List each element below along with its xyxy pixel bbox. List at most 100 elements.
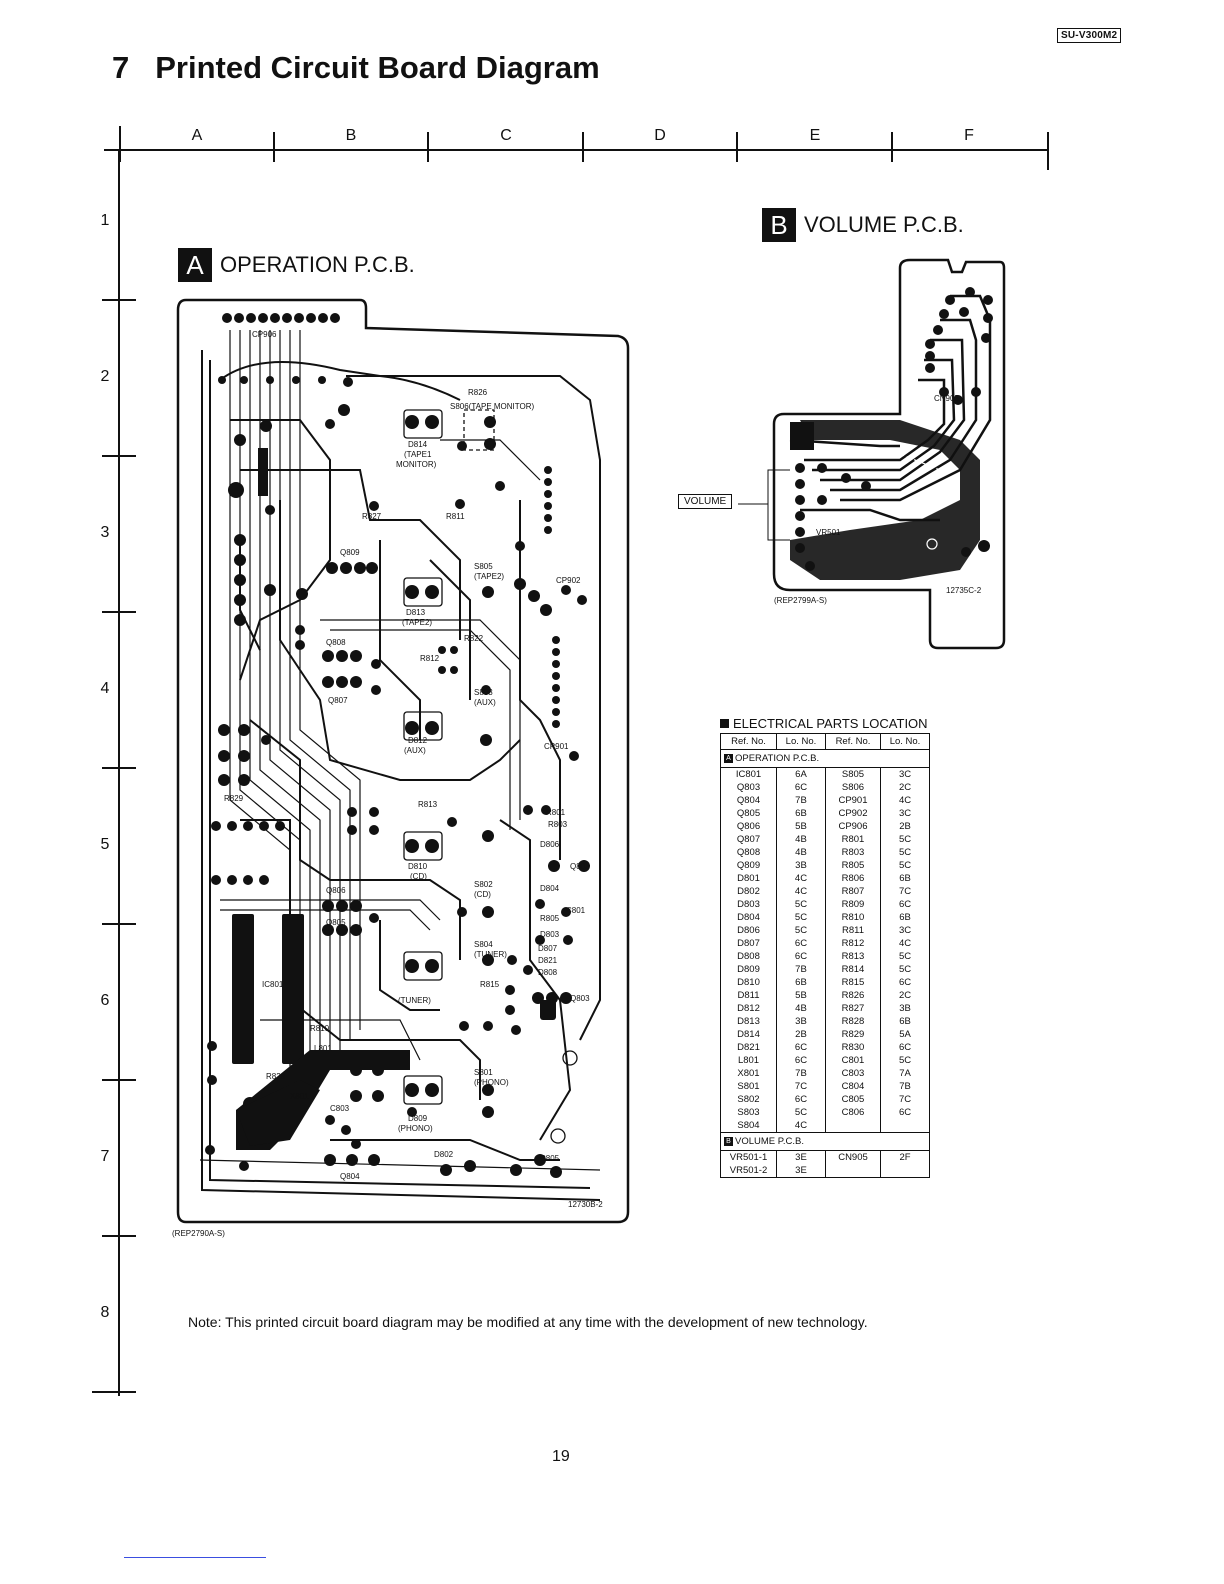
- table-cell: 3C: [880, 767, 930, 781]
- pcb-a-label: D807: [538, 944, 558, 953]
- table-cell: 6B: [776, 976, 826, 989]
- table-cell: 6C: [776, 1041, 826, 1054]
- pcb-a-board-code: 12730B-2: [568, 1200, 603, 1209]
- pcb-a-label: S804: [474, 940, 493, 949]
- pcb-a-label: R812: [420, 654, 440, 663]
- pcb-a-label: D804: [540, 884, 560, 893]
- pcb-a-label: Q805: [326, 918, 346, 927]
- grid-row-6: 6: [100, 992, 110, 1009]
- pcb-a-label: (CD): [410, 872, 427, 881]
- pcb-a-label: (AUX): [474, 698, 496, 707]
- table-cell: [880, 1119, 930, 1133]
- table-cell: Q803: [719, 781, 778, 794]
- table-cell: 6C: [776, 781, 826, 794]
- table-cell: R814: [824, 963, 882, 976]
- table-cell: [824, 1119, 882, 1133]
- table-cell: R828: [824, 1015, 882, 1028]
- table-cell: D807: [719, 937, 778, 950]
- pcb-b-label: CN905: [934, 394, 959, 403]
- pcb-b-part-number: (REP2799A-S): [774, 596, 827, 605]
- pcb-a-label: (TAPE2): [474, 572, 505, 581]
- table-cell: L801: [719, 1054, 778, 1067]
- table-cell: 6C: [880, 976, 930, 989]
- pcb-a-label: (AUX): [404, 746, 426, 755]
- table-cell: 2C: [880, 781, 930, 794]
- table-cell: CP902: [824, 807, 882, 820]
- grid-row-2: 2: [100, 368, 110, 385]
- table-cell: 6B: [880, 1015, 930, 1028]
- table-cell: 6C: [776, 937, 826, 950]
- table-cell: R807: [824, 885, 882, 898]
- grid-col-f: F: [964, 127, 974, 144]
- pcb-a-label: (CD): [474, 890, 491, 899]
- table-cell: 5C: [776, 898, 826, 911]
- table-cell: D804: [719, 911, 778, 924]
- table-cell: 3B: [776, 1015, 826, 1028]
- pcb-a-label: D806: [540, 840, 560, 849]
- table-cell: VR501-2: [719, 1164, 778, 1178]
- grid-row-4: 4: [100, 680, 110, 697]
- table-cell: 5A: [880, 1028, 930, 1041]
- table-cell: 6C: [880, 1106, 930, 1119]
- table-cell: 6C: [880, 898, 930, 911]
- table-cell: 6A: [776, 767, 826, 781]
- table-cell: R809: [824, 898, 882, 911]
- table-cell: Q805: [719, 807, 778, 820]
- table-cell: 5C: [880, 859, 930, 872]
- pcb-a-label: Q803: [570, 994, 590, 1003]
- grid-col-a: A: [191, 127, 203, 144]
- table-cell: R810: [824, 911, 882, 924]
- pcb-a-heading: A OPERATION P.C.B.: [178, 248, 415, 282]
- table-cell: 6B: [880, 872, 930, 885]
- pcb-a-label: C805: [540, 1154, 560, 1163]
- pcb-a-label: C801: [566, 906, 586, 915]
- pcb-a-label: D808: [538, 968, 558, 977]
- table-cell: D806: [719, 924, 778, 937]
- section-title: OPERATION P.C.B.: [735, 753, 820, 764]
- pcb-a-label: X801: [290, 1092, 309, 1101]
- table-cell: D821: [719, 1041, 778, 1054]
- parts-location-title: ELECTRICAL PARTS LOCATION: [733, 716, 928, 731]
- grid-row-1: 1: [100, 212, 110, 229]
- table-cell: 6B: [776, 807, 826, 820]
- table-cell: 5C: [880, 1054, 930, 1067]
- pcb-a-title: OPERATION P.C.B.: [220, 252, 415, 277]
- table-cell: 5C: [880, 846, 930, 859]
- table-cell: 4B: [776, 846, 826, 859]
- table-cell: R815: [824, 976, 882, 989]
- table-cell: 6C: [776, 1054, 826, 1067]
- table-cell: D803: [719, 898, 778, 911]
- table-cell: S805: [824, 767, 882, 781]
- pcb-b-heading: B VOLUME P.C.B.: [762, 208, 964, 242]
- pcb-a-label: R805: [540, 914, 560, 923]
- table-cell: S806: [824, 781, 882, 794]
- table-cell: Q809: [719, 859, 778, 872]
- table-cell: C806: [824, 1106, 882, 1119]
- pcb-a-label: R827: [362, 512, 382, 521]
- table-cell: CN905: [824, 1150, 882, 1164]
- table-cell: 7A: [880, 1067, 930, 1080]
- pcb-b-badge: B: [762, 208, 796, 242]
- pcb-a-label: (TUNER): [474, 950, 507, 959]
- table-cell: 5C: [776, 1106, 826, 1119]
- table-cell: R806: [824, 872, 882, 885]
- table-cell: 2B: [880, 820, 930, 833]
- pcb-a-label: IC801: [262, 980, 284, 989]
- pcb-a-label: Q808: [326, 638, 346, 647]
- table-cell: D810: [719, 976, 778, 989]
- pcb-a-label: MONITOR): [396, 460, 437, 469]
- column-header: Lo. No.: [880, 733, 930, 750]
